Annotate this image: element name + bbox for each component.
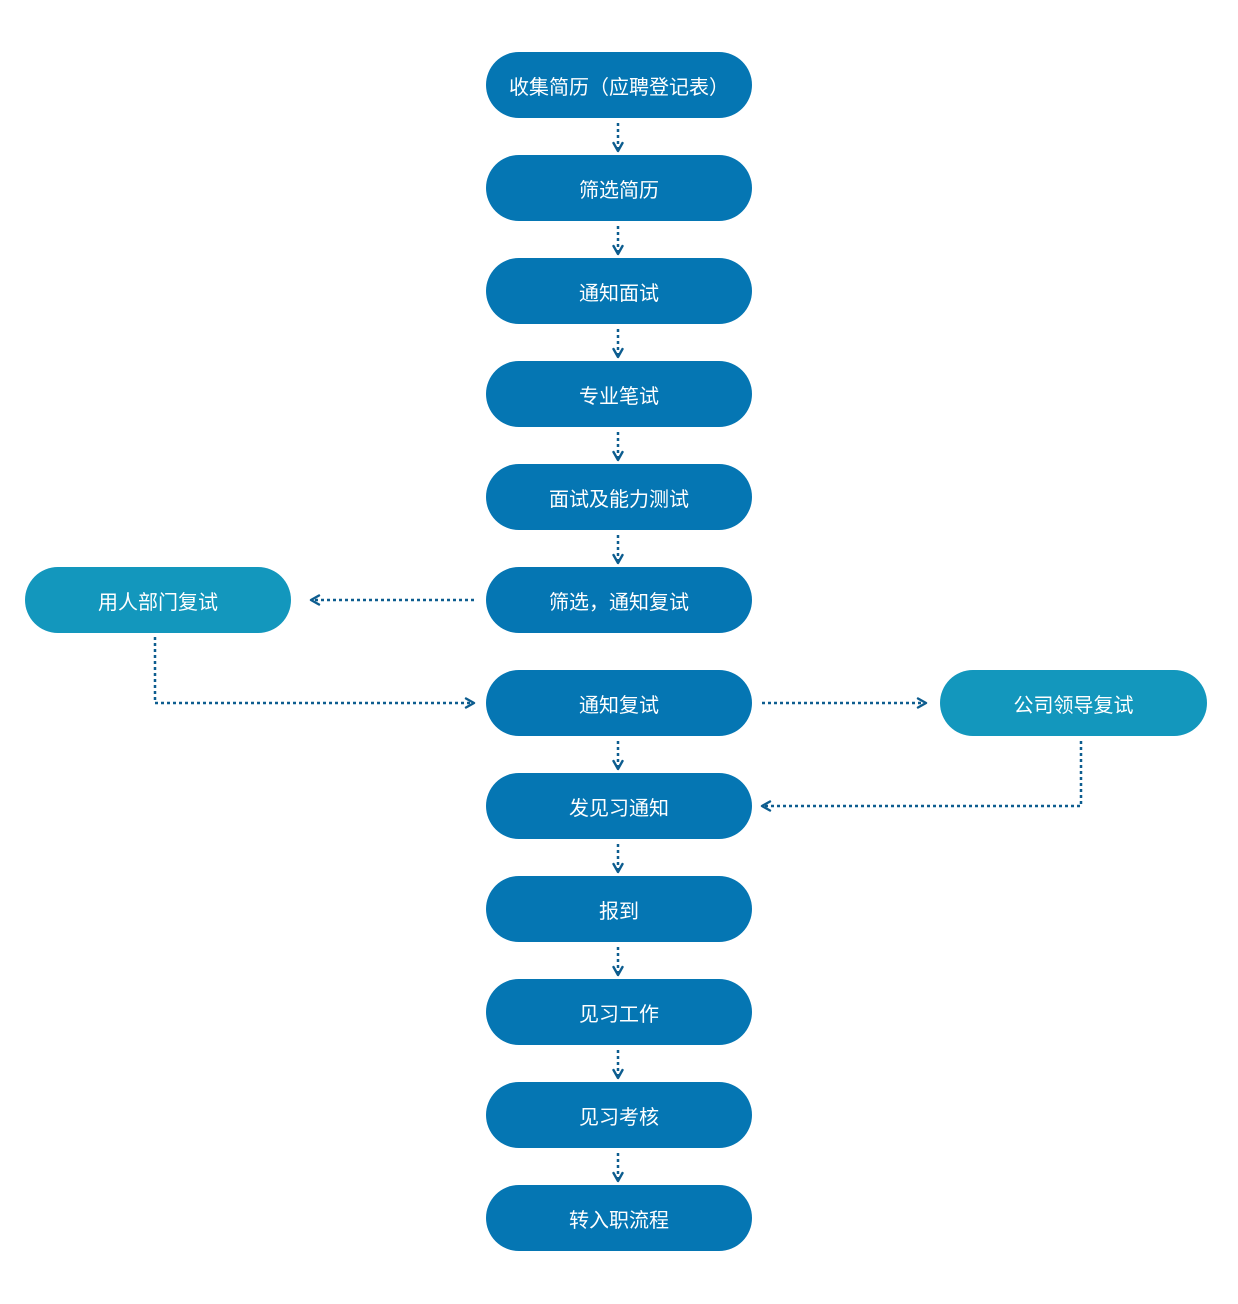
step-screen-notify-retest: 筛选，通知复试 [486, 567, 752, 633]
step-notify-retest: 通知复试 [486, 670, 752, 736]
step-notify-interview: 通知面试 [486, 258, 752, 324]
step-internship-work: 见习工作 [486, 979, 752, 1045]
step-interview-ability-test: 面试及能力测试 [486, 464, 752, 530]
step-report-for-duty: 报到 [486, 876, 752, 942]
step-internship-assessment: 见习考核 [486, 1082, 752, 1148]
step-onboarding-process: 转入职流程 [486, 1185, 752, 1251]
step-written-test: 专业笔试 [486, 361, 752, 427]
step-screen-resume: 筛选简历 [486, 155, 752, 221]
arrow-leader-review-to-step8 [760, 741, 1083, 812]
leader-review-node: 公司领导复试 [940, 670, 1207, 736]
step-collect-resume: 收集简历（应聘登记表） [486, 52, 752, 118]
arrow-dept-review-to-step7 [153, 637, 476, 709]
dept-review-node: 用人部门复试 [25, 567, 291, 633]
step-internship-notice: 发见习通知 [486, 773, 752, 839]
